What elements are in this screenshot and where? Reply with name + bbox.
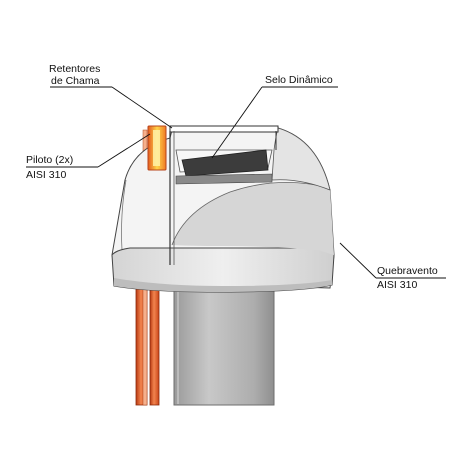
dynamic-seal	[175, 149, 273, 185]
label-quebravento-line2: AISI 310	[377, 279, 417, 291]
label-piloto-line2: AISI 310	[26, 169, 66, 181]
label-retentores-line1: Retentores	[49, 63, 100, 75]
flame-retainers	[169, 125, 279, 265]
label-retentores-line2: de Chama	[51, 75, 100, 87]
pilot-flame	[147, 125, 167, 171]
central-stack	[173, 279, 275, 406]
leader-lines	[26, 86, 446, 279]
label-selo-dinamico: Selo Dinâmico	[265, 74, 333, 86]
windbreak-hood	[111, 127, 335, 293]
label-quebravento-line1: Quebravento	[377, 265, 438, 277]
label-piloto-line1: Piloto (2x)	[26, 154, 73, 166]
